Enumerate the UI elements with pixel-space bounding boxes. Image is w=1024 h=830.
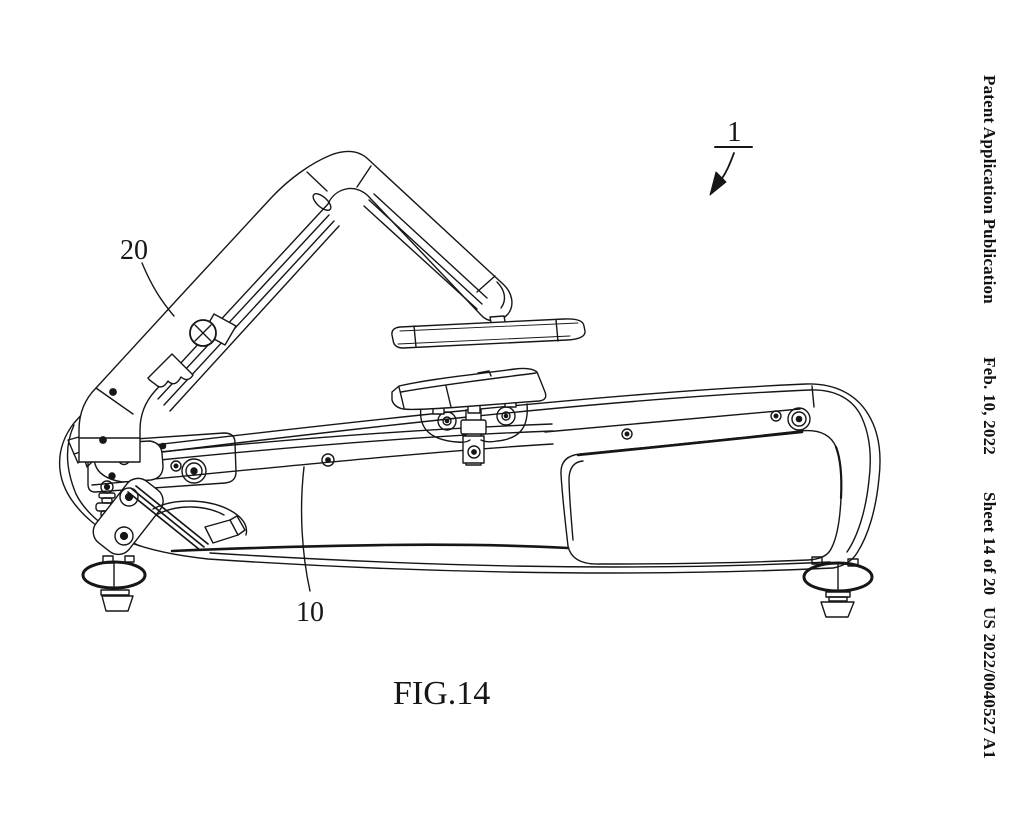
link-strut — [127, 485, 209, 551]
header-date: Feb. 10, 2022 — [980, 357, 999, 455]
seat-assembly — [391, 367, 547, 466]
ref-1-arrow-shaft — [720, 152, 735, 181]
header-publication-number: US 2022/0040527 A1 — [980, 607, 999, 759]
figure-caption: FIG.14 — [393, 675, 490, 712]
rear-foot — [802, 556, 874, 618]
reference-label-10: 10 — [296, 597, 324, 628]
leader-lines — [141, 146, 753, 592]
leader-ref-10 — [300, 466, 311, 592]
ref-1-arrowhead — [709, 171, 727, 196]
header-publication: Patent Application Publication — [980, 75, 999, 304]
reference-label-1: 1 — [727, 116, 742, 148]
main-body — [58, 383, 881, 574]
page-header: Patent Application Publication Feb. 10, … — [962, 0, 1008, 830]
reference-label-20: 20 — [120, 235, 148, 266]
leader-ref-20 — [141, 262, 175, 317]
header-sheet: Sheet 14 of 20 — [980, 492, 999, 596]
body-bolts — [321, 407, 811, 467]
handlebar — [391, 315, 586, 349]
front-foot — [81, 555, 147, 612]
arm-assembly — [78, 150, 513, 463]
